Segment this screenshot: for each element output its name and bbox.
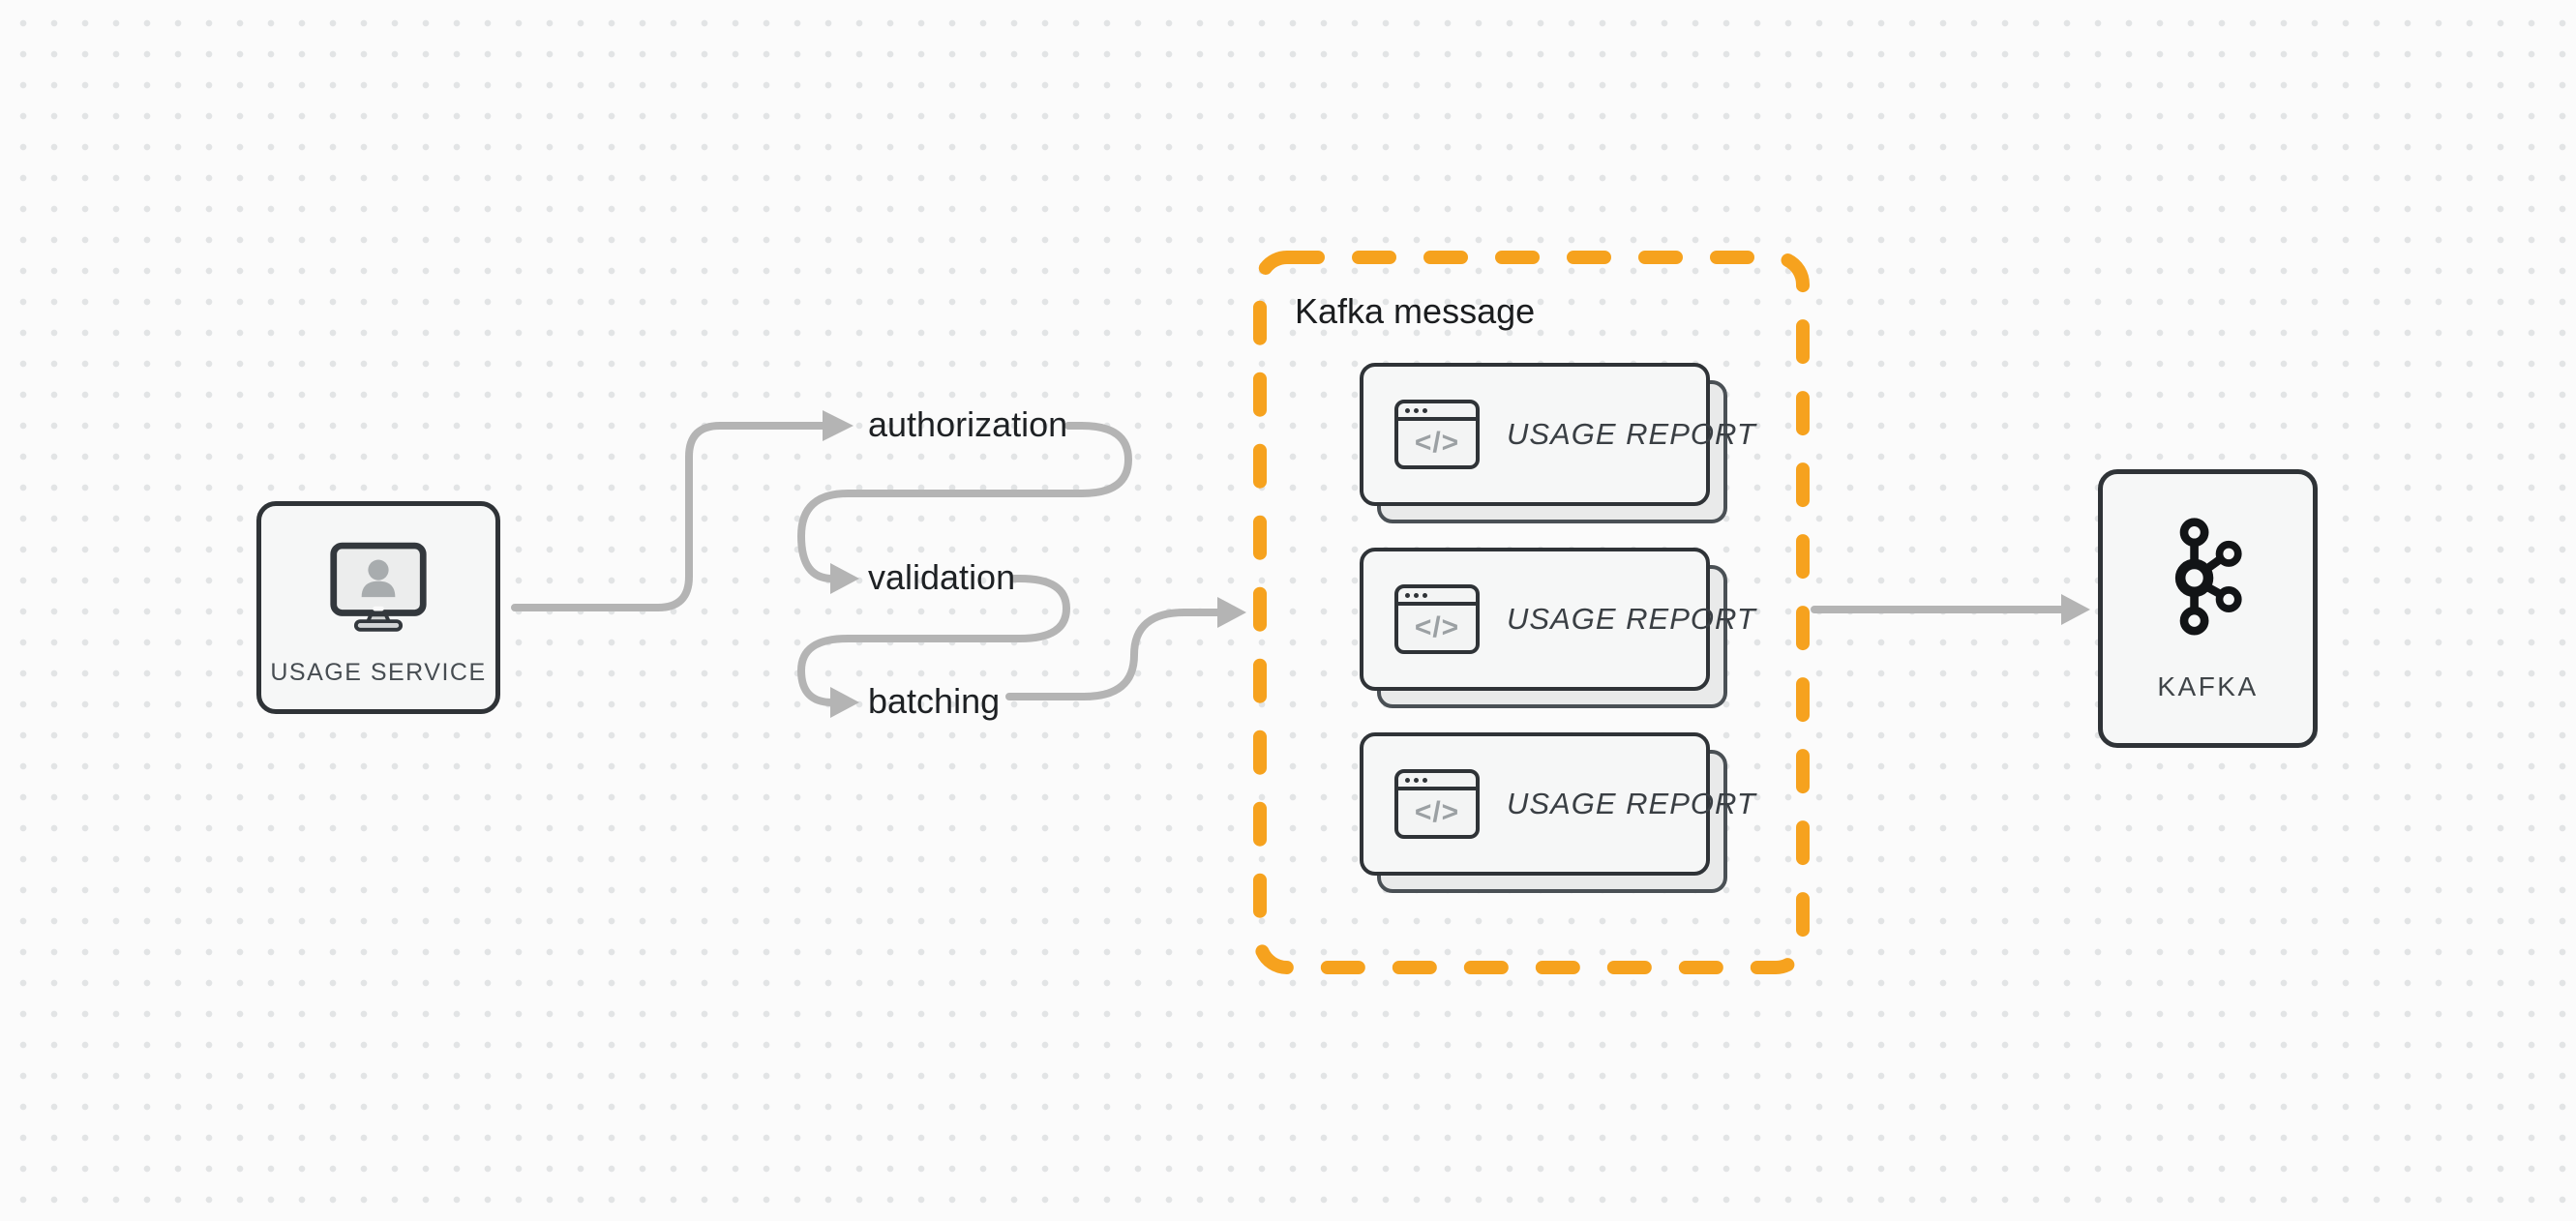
window-dots <box>1398 588 1476 606</box>
usage-report-card: </> USAGE REPORT <box>1360 732 1755 893</box>
code-window-icon: </> <box>1394 400 1480 469</box>
arrowhead-batching <box>830 687 859 718</box>
connector-batching-to-kafka-message <box>1005 609 1221 700</box>
connector-validation-to-batching <box>796 575 1071 706</box>
code-glyph: </> <box>1414 796 1460 828</box>
kafka-label: KAFKA <box>2157 671 2259 701</box>
usage-report-card: </> USAGE REPORT <box>1360 363 1755 523</box>
monitor-user-icon <box>327 539 430 638</box>
arrowhead-kafka-message <box>1217 597 1246 628</box>
flow-step-batching: batching <box>868 681 1001 722</box>
card-front: </> USAGE REPORT <box>1360 363 1755 506</box>
flow-step-authorization: authorization <box>868 404 1068 445</box>
usage-report-label: USAGE REPORT <box>1507 417 1756 451</box>
code-glyph: </> <box>1414 427 1460 459</box>
usage-service-label: USAGE SERVICE <box>270 659 487 686</box>
flow-step-validation: validation <box>868 557 1016 598</box>
window-dots <box>1398 403 1476 421</box>
kafka-logo-icon <box>2171 515 2246 640</box>
usage-service-node: USAGE SERVICE <box>256 501 500 714</box>
arrowhead-validation <box>830 563 859 594</box>
usage-report-card: </> USAGE REPORT <box>1360 548 1755 708</box>
kafka-node: KAFKA <box>2098 469 2318 748</box>
kafka-message-group-title: Kafka message <box>1295 291 1536 331</box>
code-glyph: </> <box>1414 611 1460 643</box>
card-front: </> USAGE REPORT <box>1360 548 1755 691</box>
kafka-message-group-border <box>1253 251 1810 974</box>
code-window-icon: </> <box>1394 769 1480 839</box>
code-window-icon: </> <box>1394 584 1480 654</box>
arrowhead-authorization <box>823 410 854 441</box>
window-dots <box>1398 773 1476 790</box>
usage-report-label: USAGE REPORT <box>1507 602 1756 636</box>
connector-usage-to-authorization <box>511 422 826 611</box>
usage-report-label: USAGE REPORT <box>1507 787 1756 820</box>
card-front: </> USAGE REPORT <box>1360 732 1755 876</box>
arrowhead-kafka <box>2061 594 2090 625</box>
connector-authorization-to-validation <box>796 422 1133 582</box>
